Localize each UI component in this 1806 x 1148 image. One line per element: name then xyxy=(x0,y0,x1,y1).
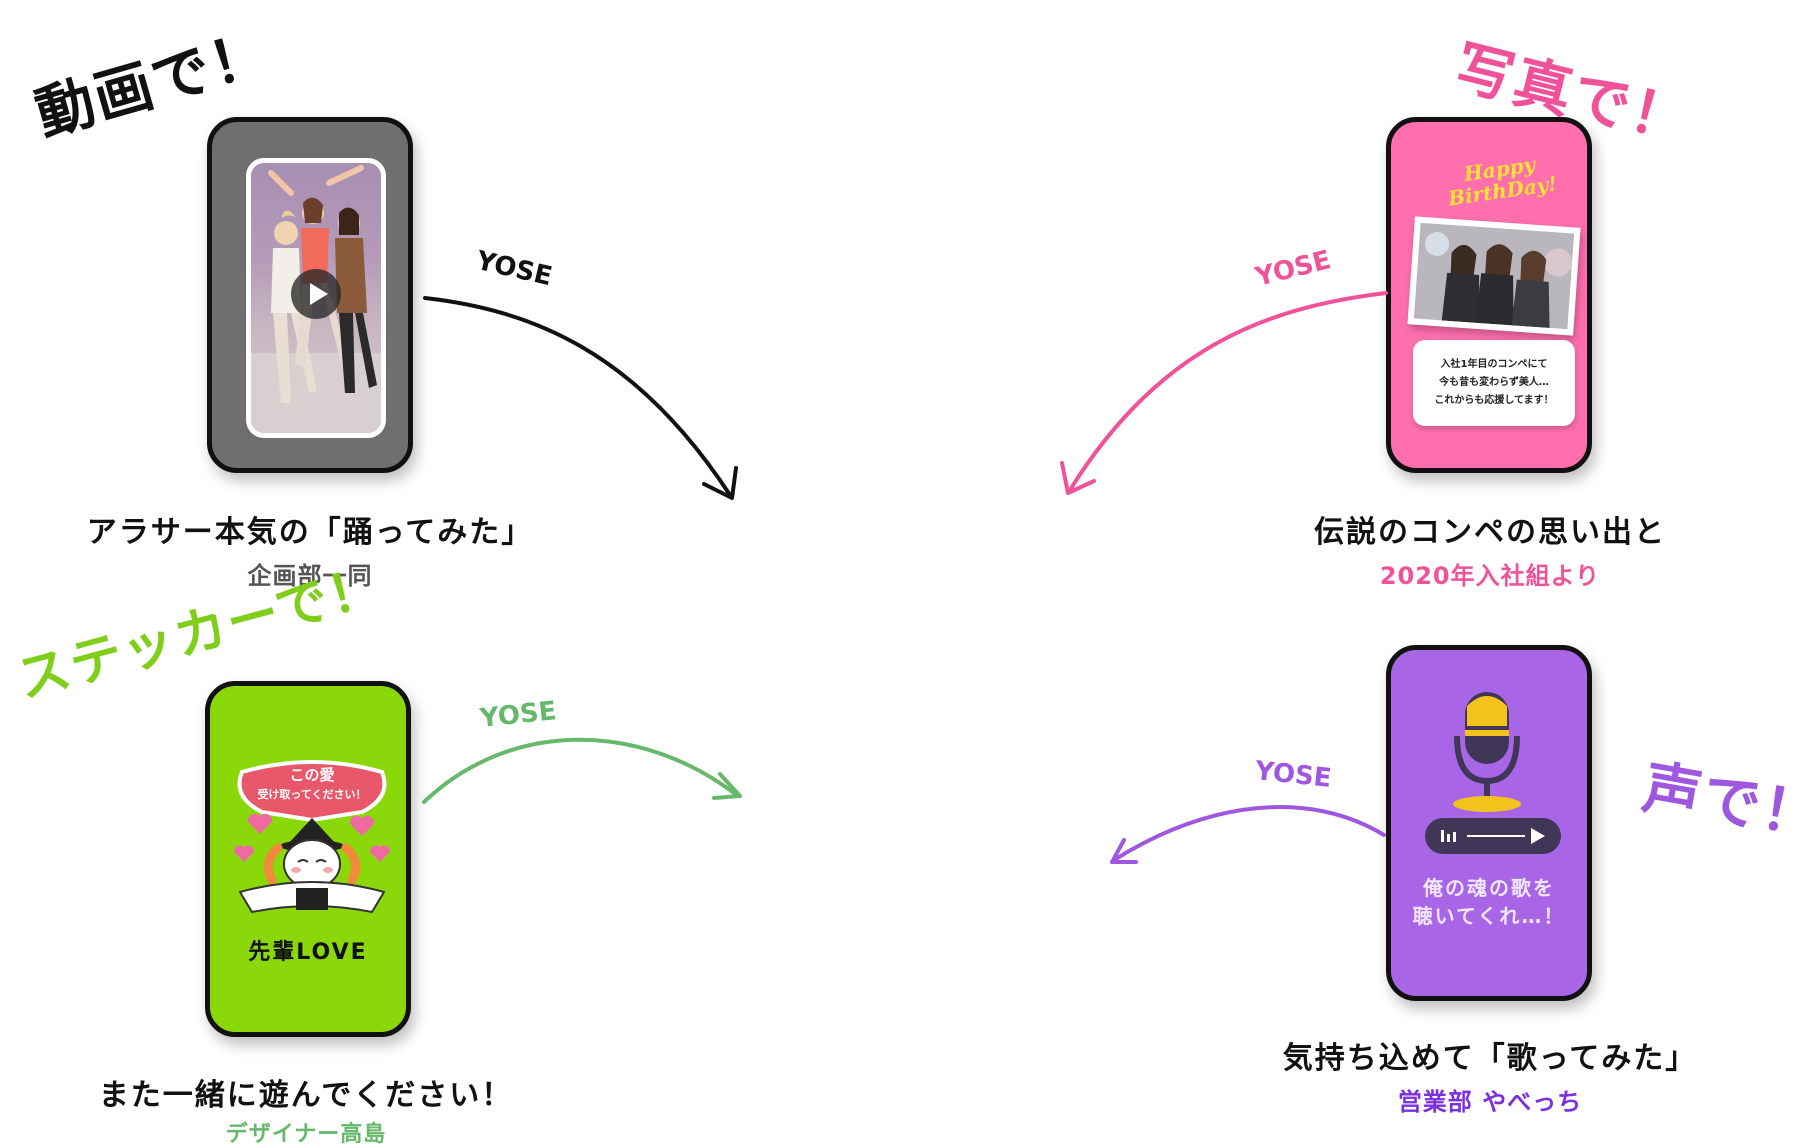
girl-sticker-illustration xyxy=(233,760,391,914)
video-arrow xyxy=(423,296,738,500)
audio-player[interactable] xyxy=(1425,818,1561,854)
photo-card-title: Happy BirthDay! xyxy=(1446,152,1559,211)
photo-message-line: 今も昔も変わらず美人… xyxy=(1439,377,1549,388)
voice-sender: 営業部 やべっち xyxy=(1397,1088,1583,1116)
sticker-yose-label: YOSE xyxy=(478,696,558,734)
sticker-bubble-line: 受け取ってください！ xyxy=(257,788,367,801)
photo-phone[interactable]: Happy BirthDay! 入社1年目のコンペにて 今も昔も変わらず美人… … xyxy=(1386,117,1592,473)
photo-message-card: 入社1年目のコンペにて 今も昔も変わらず美人… これからも応援してます！ xyxy=(1413,340,1575,426)
photo-arrow xyxy=(1060,291,1388,495)
sticker-phone[interactable]: この愛 受け取ってください！ 先輩LOVE xyxy=(205,681,411,1037)
sticker-label: 先輩LOVE xyxy=(248,940,368,965)
video-thumbnail[interactable] xyxy=(246,158,386,438)
dancers-photo xyxy=(251,165,381,433)
sticker-sender: デザイナー高島 xyxy=(225,1122,387,1147)
video-caption: アラサー本気の「踊ってみた」 xyxy=(86,515,534,550)
voice-phone[interactable]: 俺の魂の歌を 聴いてくれ…！ xyxy=(1386,645,1592,1001)
play-button[interactable] xyxy=(291,269,341,319)
sticker-arrow xyxy=(422,737,742,804)
love-sticker[interactable]: この愛 受け取ってください！ xyxy=(232,752,392,922)
voice-arrow xyxy=(1110,805,1386,864)
voice-yose-label: YOSE xyxy=(1253,756,1333,794)
photo-sender: 2020年入社組より xyxy=(1379,562,1601,590)
photo-polaroid[interactable] xyxy=(1407,216,1581,336)
microphone-icon xyxy=(1453,692,1521,812)
voice-message-line: 俺の魂の歌を xyxy=(1423,876,1555,900)
voice-caption: 気持ち込めて「歌ってみた」 xyxy=(1282,1041,1698,1076)
video-sender: 企画部一同 xyxy=(247,562,373,590)
play-icon xyxy=(1531,828,1545,844)
video-yose-label: YOSE xyxy=(473,245,555,293)
friends-photo xyxy=(1413,222,1575,330)
voice-message-line: 聴いてくれ…！ xyxy=(1412,904,1566,928)
audio-bars-icon xyxy=(1441,830,1456,842)
photo-caption: 伝説のコンペの思い出と xyxy=(1314,515,1666,550)
photo-message-line: これからも応援してます！ xyxy=(1434,395,1554,406)
sticker-caption: また一緒に遊んでください！ xyxy=(98,1078,514,1113)
voice-headline: 声で！ xyxy=(1637,752,1806,852)
play-icon xyxy=(310,283,328,305)
video-phone[interactable] xyxy=(207,117,413,473)
photo-message-line: 入社1年目のコンペにて xyxy=(1440,359,1548,370)
sticker-bubble-line: この愛 xyxy=(289,766,335,784)
